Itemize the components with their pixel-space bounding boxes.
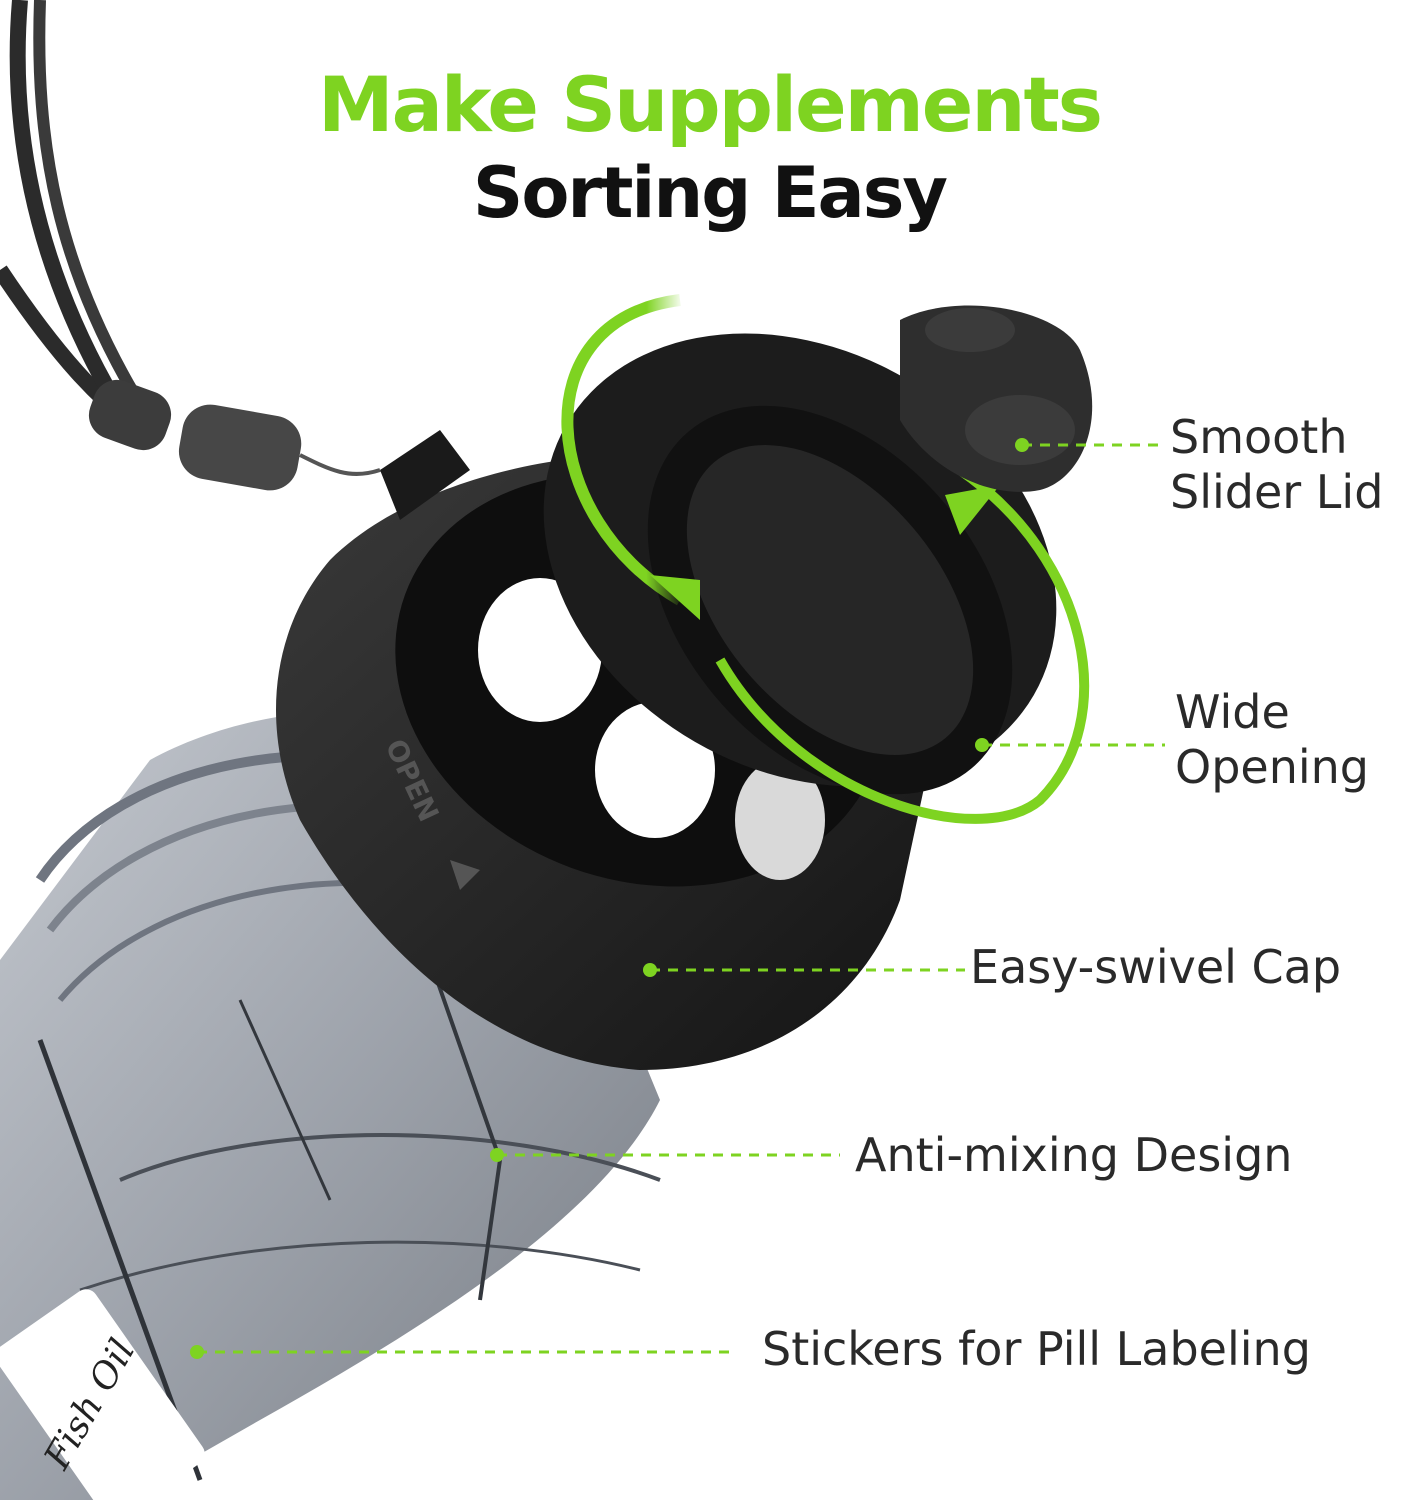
callout-stickers: Stickers for Pill Labeling — [762, 1322, 1311, 1376]
callout-anti-mixing: Anti-mixing Design — [855, 1128, 1293, 1182]
callout-slider-lid-line2: Slider Lid — [1170, 465, 1384, 520]
callout-wide-opening-line2: Opening — [1175, 740, 1369, 795]
callout-dot-wide-opening — [975, 738, 989, 752]
lanyard — [0, 0, 381, 491]
callout-dot-anti-mixing — [490, 1148, 504, 1162]
fish-oil-sticker: Fish Oil — [0, 1289, 205, 1500]
callout-dot-stickers — [190, 1345, 204, 1359]
callout-wide-opening-line1: Wide — [1175, 685, 1290, 739]
callout-swivel-cap: Easy-swivel Cap — [970, 940, 1342, 994]
rotation-arrows — [561, 294, 1090, 824]
callout-wide-opening: Wide Opening — [1175, 685, 1369, 795]
callout-dot-swivel-cap — [643, 963, 657, 977]
headline-line-2: Sorting Easy — [472, 152, 948, 234]
callout-dot-slider-lid — [1015, 438, 1029, 452]
headline-line-1: Make Supplements — [317, 60, 1103, 149]
callout-slider-lid-line1: Smooth — [1170, 410, 1348, 464]
callout-slider-lid: Smooth Slider Lid — [1170, 410, 1383, 520]
